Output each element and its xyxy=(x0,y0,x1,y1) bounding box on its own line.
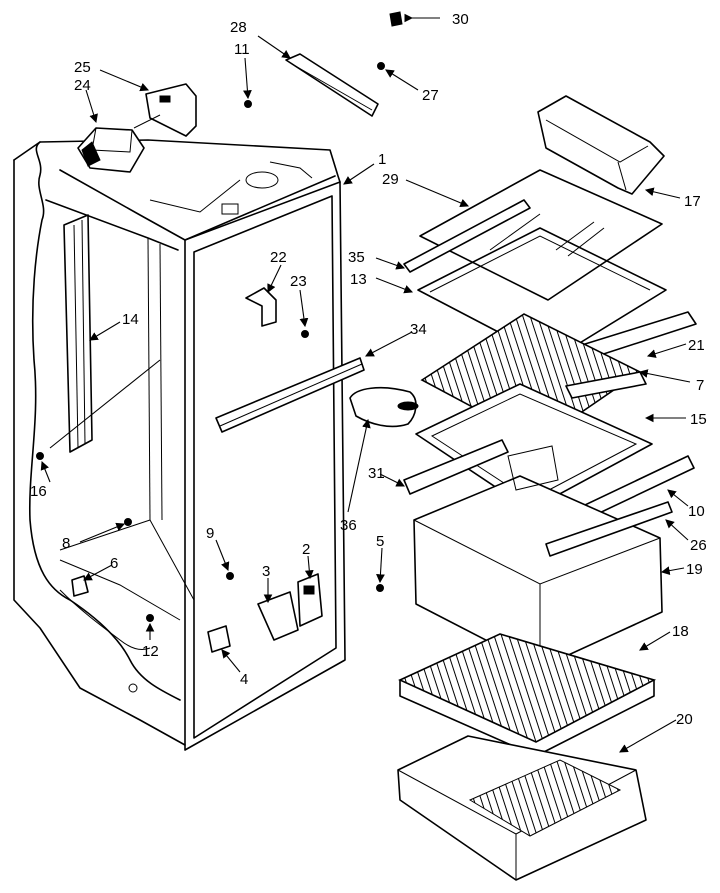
callout-21: 21 xyxy=(688,337,705,354)
callout-17: 17 xyxy=(684,193,701,210)
liner-brackets xyxy=(71,287,323,653)
control-housing xyxy=(77,127,145,173)
callout-3: 3 xyxy=(262,563,270,580)
fasteners xyxy=(36,11,403,622)
callout-22: 22 xyxy=(270,249,287,266)
callout-20: 20 xyxy=(676,711,693,728)
callout-28: 28 xyxy=(230,19,247,36)
callout-19: 19 xyxy=(686,561,703,578)
callout-27: 27 xyxy=(422,87,439,104)
callout-34: 34 xyxy=(410,321,427,338)
crisper-cover-frame xyxy=(415,383,653,511)
callout-24: 24 xyxy=(74,77,91,94)
mounting-bracket xyxy=(133,83,197,137)
light-cover xyxy=(349,386,419,428)
callout-31: 31 xyxy=(368,465,385,482)
door-bin xyxy=(537,95,665,195)
crisper-drawer xyxy=(413,445,673,669)
callout-15: 15 xyxy=(690,411,707,428)
callout-9: 9 xyxy=(206,525,214,542)
leader-lines xyxy=(40,13,691,753)
meat-drawer-cover xyxy=(398,633,657,757)
callout-labels: 30 28 11 27 25 24 1 29 17 22 23 35 13 34… xyxy=(30,11,707,728)
callout-14: 14 xyxy=(122,311,139,328)
callout-11: 11 xyxy=(234,41,250,58)
callout-5: 5 xyxy=(376,533,384,550)
shelf-rail xyxy=(215,357,365,433)
callout-8: 8 xyxy=(62,535,70,552)
cabinet-liner xyxy=(13,139,346,751)
callout-1: 1 xyxy=(378,151,386,168)
meat-drawer xyxy=(397,735,647,881)
callout-2: 2 xyxy=(302,541,310,558)
callout-16: 16 xyxy=(30,483,47,500)
callout-13: 13 xyxy=(350,271,367,288)
callout-29: 29 xyxy=(382,171,399,188)
callout-35: 35 xyxy=(348,249,365,266)
callout-7: 7 xyxy=(696,377,704,394)
callout-36: 36 xyxy=(340,517,357,534)
shelf-trim xyxy=(403,199,531,273)
callout-23: 23 xyxy=(290,273,307,290)
callout-25: 25 xyxy=(74,59,91,76)
glass-shelf xyxy=(419,169,663,301)
callout-4: 4 xyxy=(240,671,248,688)
callout-18: 18 xyxy=(672,623,689,640)
callout-30: 30 xyxy=(452,11,469,28)
callout-12: 12 xyxy=(142,643,159,660)
crisper-rail-left xyxy=(403,439,509,495)
callout-6: 6 xyxy=(110,555,118,572)
top-rail xyxy=(285,53,379,117)
callout-26: 26 xyxy=(690,537,707,554)
callout-10: 10 xyxy=(688,503,705,520)
